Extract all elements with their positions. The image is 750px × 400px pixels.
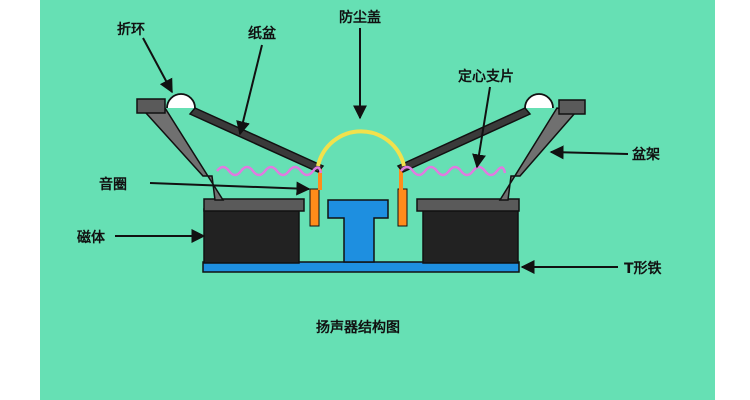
label-surround: 折环 xyxy=(117,21,145,38)
label-voice-coil: 音圈 xyxy=(99,176,127,193)
top-plate-left xyxy=(203,198,305,212)
voice-coil-right xyxy=(397,188,408,227)
surround-right xyxy=(524,93,554,109)
arrow-spider xyxy=(472,86,491,169)
magnet-right xyxy=(422,208,519,264)
cone-right xyxy=(396,107,532,173)
label-t-iron: T形铁 xyxy=(624,260,662,277)
surround-left xyxy=(166,93,196,109)
arrow-cone xyxy=(236,44,263,136)
label-magnet: 磁体 xyxy=(77,229,106,246)
spider-left xyxy=(216,165,323,177)
rim-right xyxy=(558,99,586,115)
arrow-basket xyxy=(549,145,629,160)
cone-left xyxy=(188,107,325,173)
rim-left xyxy=(136,98,166,114)
label-basket: 盆架 xyxy=(631,146,660,163)
label-spider: 定心支片 xyxy=(458,68,514,85)
t-iron-pole xyxy=(327,199,389,263)
label-cone: 纸盆 xyxy=(248,25,277,42)
arrow-voice-coil xyxy=(149,181,311,196)
magnet-left xyxy=(203,208,300,264)
diagram-caption: 扬声器结构图 xyxy=(316,319,400,336)
arrow-surround xyxy=(142,37,173,94)
top-plate-right xyxy=(416,198,520,212)
label-dust-cap: 防尘盖 xyxy=(339,9,381,26)
spider-right xyxy=(400,165,507,177)
basket-right xyxy=(498,107,577,201)
voice-coil-left xyxy=(309,188,320,227)
dust-cap xyxy=(316,129,406,167)
